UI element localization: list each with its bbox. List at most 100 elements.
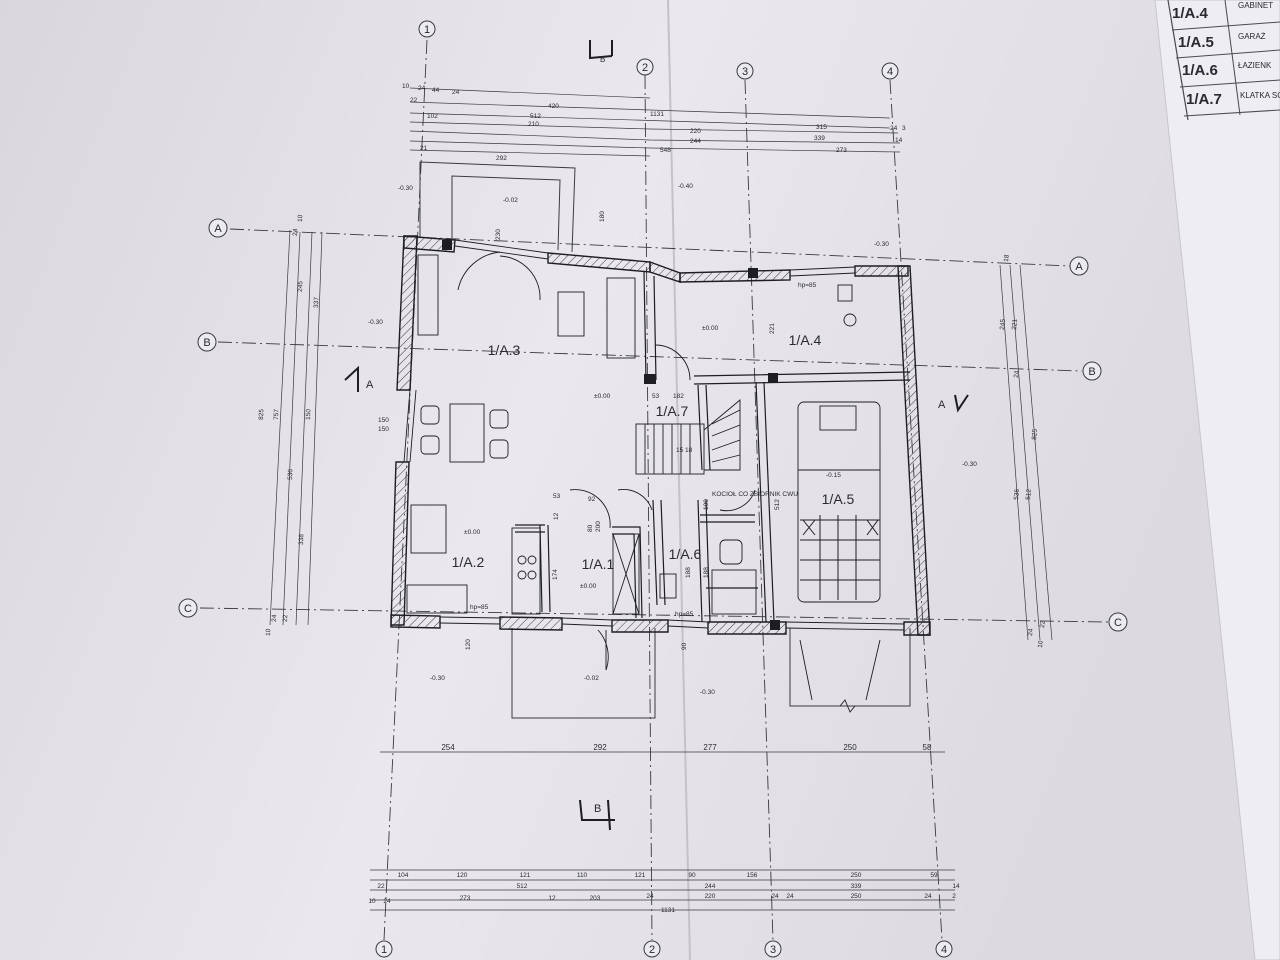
wardrobe [612,533,640,615]
axis-label-1-top: 1 [424,24,430,36]
axis-label-C-left: C [184,603,192,615]
legend-name-1: GABINET [1238,1,1273,10]
dim-left-150: 150 [305,409,312,420]
axis-bubble-C-left [178,598,198,618]
dim-174-vert: 174 [552,569,559,580]
dim-230-vert: 230 [495,229,502,240]
level-terrace: -0.02 [503,197,518,204]
axis-label-1-bottom: 1 [381,944,387,956]
axis-label-4-bottom: 4 [941,944,947,956]
wall-bottom-c [611,619,669,633]
room-label-1A6: 1/A.6 [669,546,702,562]
dim-left-245: 245 [297,281,304,292]
dim-221-vert: 221 [769,323,776,334]
dim-bottom-254: 254 [441,743,455,752]
dim-bottom-277: 277 [703,743,717,752]
dim-right-24: 24 [1013,370,1021,378]
kitchen-counter-top [410,504,447,554]
room-legend-table: 1/A.4 GABINET 1/A.5 GARAŻ 1/A.6 ŁAZIENK … [1167,0,1280,121]
dim-left-24: 24 [271,614,278,622]
garage-gate-mark [799,639,881,713]
dim-bottom-292: 292 [593,743,607,752]
dim-80-vert: 80 [587,524,594,532]
axis-label-2-top: 2 [642,62,648,74]
legend-code-3: 1/A.6 [1182,62,1218,79]
dim-top-273: 273 [836,147,847,154]
axis-bubble-A-right [1069,256,1089,276]
room-label-1A4: 1/A.4 [789,332,822,348]
dim-top-24c: 24 [890,125,898,132]
dim-top-220: 220 [690,128,701,135]
section-label-B-top: B [600,55,605,64]
axis-label-2-bottom: 2 [649,944,655,956]
washbasin [659,573,677,599]
wall-bottom-a [390,614,441,629]
window-hp-bath: hp=85 [675,611,694,618]
wall-bottom-e [903,621,931,636]
level-outside-bottom: -0.30 [430,675,445,682]
wall-bottom-b [499,616,563,631]
level-outside-top-left: -0.30 [398,185,413,192]
dim-right-22: 22 [1039,620,1047,628]
dim-182: 182 [673,393,684,400]
dim-b4-24d: 24 [786,893,794,900]
section-label-B-bottom: B [594,803,601,815]
dim-right-10: 10 [1037,640,1045,648]
car-grille [819,405,857,431]
level-living: ±0.00 [594,393,611,400]
dim-200-vert: 200 [595,521,602,532]
section-mark-A-right [954,394,969,413]
dim-b4-24b: 24 [646,893,654,900]
section-mark-B-bottom [579,799,615,831]
dim-left-757: 757 [273,409,280,420]
dim-right-536: 536 [1013,488,1021,500]
chair-1 [420,405,440,425]
dim-bottom-250: 250 [843,743,857,752]
axis-label-C-right: C [1114,617,1122,629]
dim-top-244: 244 [690,138,701,145]
dim-b2-59: 59 [930,872,938,879]
second-sheet [1154,0,1280,960]
fold-line [667,0,691,960]
dim-b2-90: 90 [688,872,696,879]
garage-driveway [789,628,911,707]
dim-right-18: 18 [1003,254,1011,262]
room-label-1A5: 1/A.5 [822,491,855,507]
legend-name-2: GARAŻ [1238,32,1266,41]
dim-left-337: 337 [313,297,320,308]
dim-top-24a: 24 [418,85,426,92]
window-dim-150b: 150 [378,426,389,433]
dim-right-221: 221 [1011,318,1019,330]
grid-line-2 [644,74,653,941]
level-office: ±0.00 [702,325,719,332]
interior-walls [515,271,911,623]
level-kitchen: ±0.00 [464,529,481,536]
chair-3 [489,409,509,429]
window-dim-150a: 150 [378,417,389,424]
section-label-A-left: A [366,379,374,391]
car [797,401,881,603]
bookshelf [417,254,439,336]
legend-code-4: 1/A.7 [1186,91,1222,108]
dim-b2-104: 104 [398,872,409,879]
axis-bubble-1-bottom [375,940,393,958]
dim-top-24b: 24 [452,89,460,96]
axis-bubble-4-top [881,62,899,80]
section-mark-A-left [344,365,359,392]
dim-b4-24a: 24 [383,898,391,905]
dim-top-339: 339 [814,135,825,142]
room-label-1A2: 1/A.2 [452,554,485,570]
dim-188b-vert: 188 [703,567,710,578]
windows [403,239,905,631]
dim-b4-203: 203 [590,895,601,902]
dim-b3-244: 244 [705,883,716,890]
section-markers [344,40,969,831]
stair-dims: 15 18 [676,447,693,454]
dim-top-315: 315 [816,124,827,131]
dim-90-vert: 90 [681,642,688,650]
dim-b4-250: 250 [851,893,862,900]
boiler-note: KOCIOŁ CO ZBIORNIK CWU [712,491,798,498]
axis-label-3-top: 3 [742,66,748,78]
dining-table [449,403,485,463]
